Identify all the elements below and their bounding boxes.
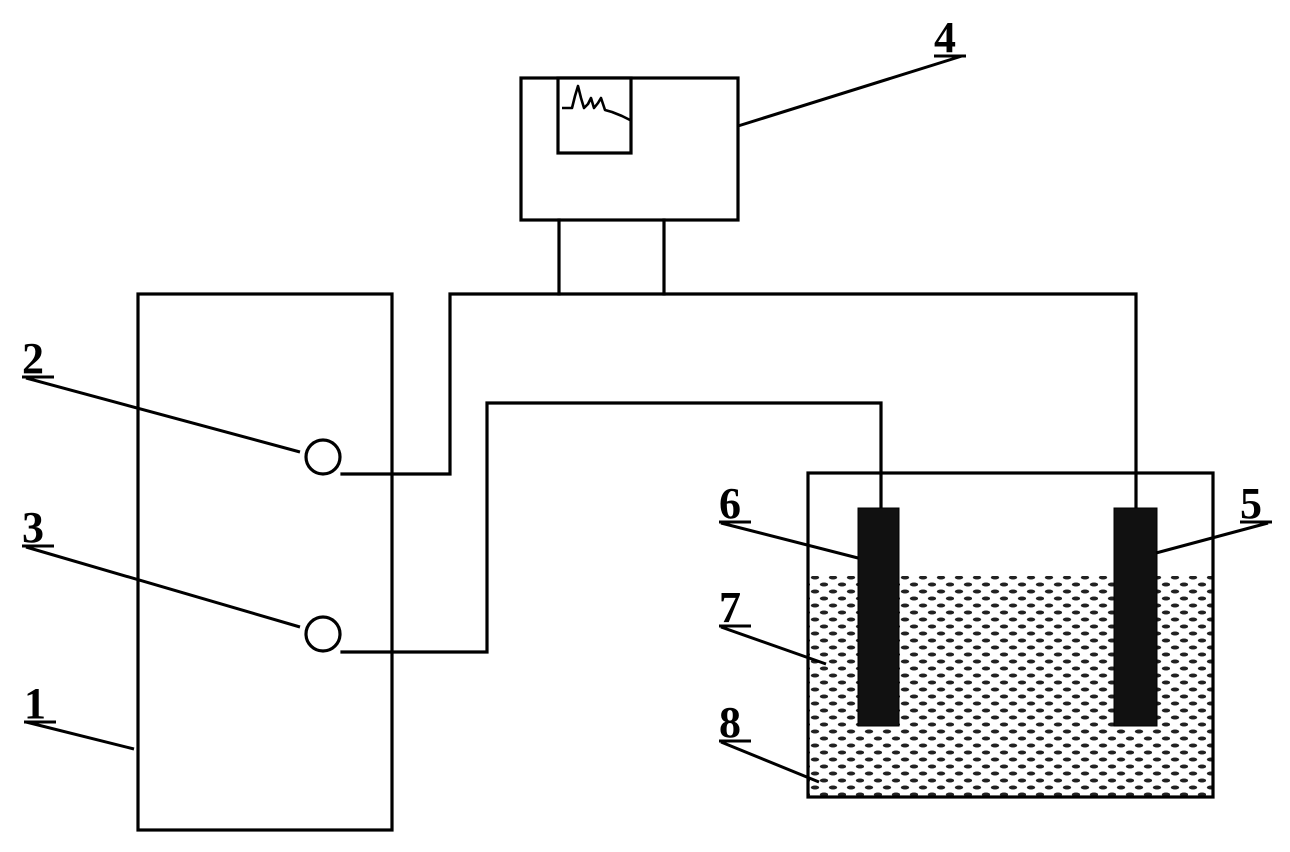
leader-line-4 (737, 54, 963, 128)
leader-line-2 (25, 376, 301, 454)
label-6: 6 (719, 479, 741, 528)
label-8: 8 (719, 698, 741, 747)
wire-terminal-2-to-electrode-5 (340, 292, 1138, 512)
electrode-6 (857, 507, 900, 727)
label-1: 1 (24, 679, 46, 728)
power-supply-box (136, 292, 394, 832)
wire-terminal-3-to-electrode-6 (340, 401, 883, 654)
leader-line-8 (720, 740, 820, 784)
label-2: 2 (22, 334, 44, 383)
terminal-2-icon[interactable] (304, 438, 342, 476)
electrode-5 (1113, 507, 1158, 727)
leader-line-3 (25, 545, 301, 629)
leader-line-6 (720, 521, 859, 560)
terminal-3-icon[interactable] (304, 615, 342, 653)
waveform-icon (562, 84, 631, 122)
leader-line-1 (25, 720, 135, 751)
label-5: 5 (1240, 479, 1262, 528)
label-4: 4 (934, 13, 956, 62)
label-7: 7 (719, 583, 741, 632)
label-3: 3 (22, 503, 44, 552)
leader-line-7 (720, 625, 827, 666)
electrolysis-container (806, 471, 1215, 799)
leader-line-5 (1155, 521, 1269, 555)
